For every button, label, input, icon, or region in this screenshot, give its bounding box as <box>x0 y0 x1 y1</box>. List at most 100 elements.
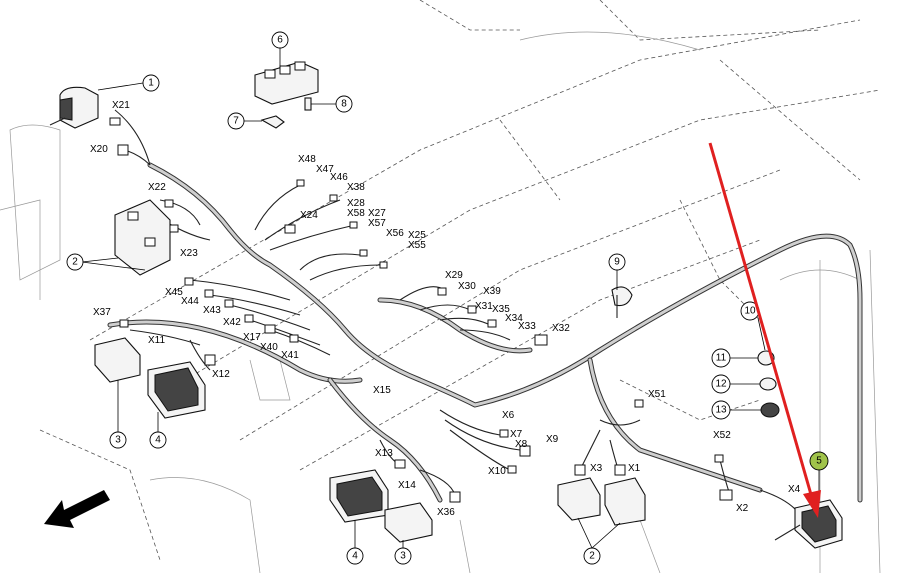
label-X29: X29 <box>445 270 463 281</box>
callout-1 <box>142 74 160 92</box>
label-X7: X7 <box>510 429 523 440</box>
label-X9: X9 <box>546 434 559 445</box>
svg-text:1: 1 <box>148 78 154 89</box>
svg-text:11: 11 <box>716 353 727 364</box>
vehicle-body-outline <box>0 0 881 573</box>
callout-leaders <box>81 48 820 549</box>
callout-8 <box>335 95 353 113</box>
label-X51: X51 <box>648 389 666 400</box>
label-X39: X39 <box>483 286 501 297</box>
label-X57: X57 <box>368 218 386 229</box>
label-X31: X31 <box>475 301 493 312</box>
label-X41: X41 <box>281 350 299 361</box>
label-X15: X15 <box>373 385 391 396</box>
main-harness <box>107 162 863 503</box>
svg-text:4: 4 <box>352 551 358 562</box>
svg-text:6: 6 <box>277 35 283 46</box>
callout-12 <box>711 374 731 394</box>
label-X40: X40 <box>260 342 278 353</box>
svg-text:3: 3 <box>115 435 121 446</box>
grommet-13 <box>760 402 780 418</box>
callout-3-left <box>109 431 127 449</box>
label-X1: X1 <box>628 463 641 474</box>
svg-text:8: 8 <box>341 99 347 110</box>
fuse <box>304 97 312 111</box>
callout-4-left <box>149 431 167 449</box>
label-X2: X2 <box>736 503 749 514</box>
label-X21: X21 <box>112 100 130 111</box>
svg-text:13: 13 <box>715 405 727 416</box>
svg-text:4: 4 <box>155 435 161 446</box>
label-X12: X12 <box>212 369 230 380</box>
callout-11 <box>711 348 731 368</box>
label-X43: X43 <box>203 305 221 316</box>
label-X52: X52 <box>713 430 731 441</box>
direction-arrow-icon <box>44 490 110 528</box>
harness-clip <box>611 286 633 307</box>
label-X45: X45 <box>165 287 183 298</box>
svg-text:7: 7 <box>233 116 239 127</box>
svg-text:3: 3 <box>400 551 406 562</box>
label-X30: X30 <box>458 281 476 292</box>
callout-2-left <box>66 253 84 271</box>
label-X11: X11 <box>148 335 165 346</box>
connector-labels: X21 X20 X22 X23 X48 X47 X46 X38 X28 X58 … <box>90 100 801 518</box>
svg-text:10: 10 <box>744 306 756 317</box>
callouts: 1 2 3 4 5 6 7 8 9 10 11 12 13 4 3 2 <box>66 31 829 565</box>
callout-4-bottom <box>346 547 364 565</box>
label-X4: X4 <box>788 484 801 495</box>
label-X3: X3 <box>590 463 603 474</box>
callout-7 <box>227 112 245 130</box>
label-X56: X56 <box>386 228 404 239</box>
callout-2-bottom <box>583 547 601 565</box>
label-X25: X25 <box>408 230 426 241</box>
red-highlight-arrow <box>708 142 821 518</box>
relay-bottom-right <box>604 477 646 526</box>
callout-13 <box>711 400 731 420</box>
label-X35: X35 <box>492 304 510 315</box>
label-X13: X13 <box>375 448 393 459</box>
callout-9 <box>608 253 626 271</box>
svg-text:2: 2 <box>72 257 78 268</box>
label-X6: X6 <box>502 410 515 421</box>
grommet-12 <box>759 377 777 391</box>
lamp-housing-left <box>94 337 141 383</box>
svg-text:2: 2 <box>589 551 595 562</box>
callout-3-bottom <box>394 547 412 565</box>
label-X34: X34 <box>505 313 523 324</box>
label-X48: X48 <box>298 154 316 165</box>
label-X55: X55 <box>408 240 426 251</box>
relay-block-left <box>114 199 171 276</box>
label-X36: X36 <box>437 507 455 518</box>
label-X17: X17 <box>243 332 261 343</box>
label-X23: X23 <box>180 248 198 259</box>
label-X32: X32 <box>552 323 570 334</box>
label-X8: X8 <box>515 439 528 450</box>
label-X24: X24 <box>300 210 318 221</box>
label-X37: X37 <box>93 307 111 318</box>
label-X22: X22 <box>148 182 166 193</box>
svg-text:9: 9 <box>614 257 620 268</box>
relay-bottom-left <box>557 477 601 521</box>
lamp-housing-bottom <box>384 502 433 543</box>
label-X47: X47 <box>316 164 334 175</box>
label-X20: X20 <box>90 144 108 155</box>
callout-5 <box>809 451 829 471</box>
label-X44: X44 <box>181 296 199 307</box>
label-X33: X33 <box>518 321 536 332</box>
svg-text:5: 5 <box>816 456 822 467</box>
label-X27: X27 <box>368 208 386 219</box>
label-X58: X58 <box>347 208 365 219</box>
connector-plugs <box>109 117 733 503</box>
callout-6 <box>271 31 289 49</box>
label-X28: X28 <box>347 198 365 209</box>
label-X14: X14 <box>398 480 416 491</box>
bulb <box>260 115 285 129</box>
label-X46: X46 <box>330 172 348 183</box>
label-X38: X38 <box>347 182 365 193</box>
label-X42: X42 <box>223 317 241 328</box>
components <box>49 61 843 549</box>
label-X10: X10 <box>488 466 506 477</box>
svg-text:12: 12 <box>715 379 727 390</box>
